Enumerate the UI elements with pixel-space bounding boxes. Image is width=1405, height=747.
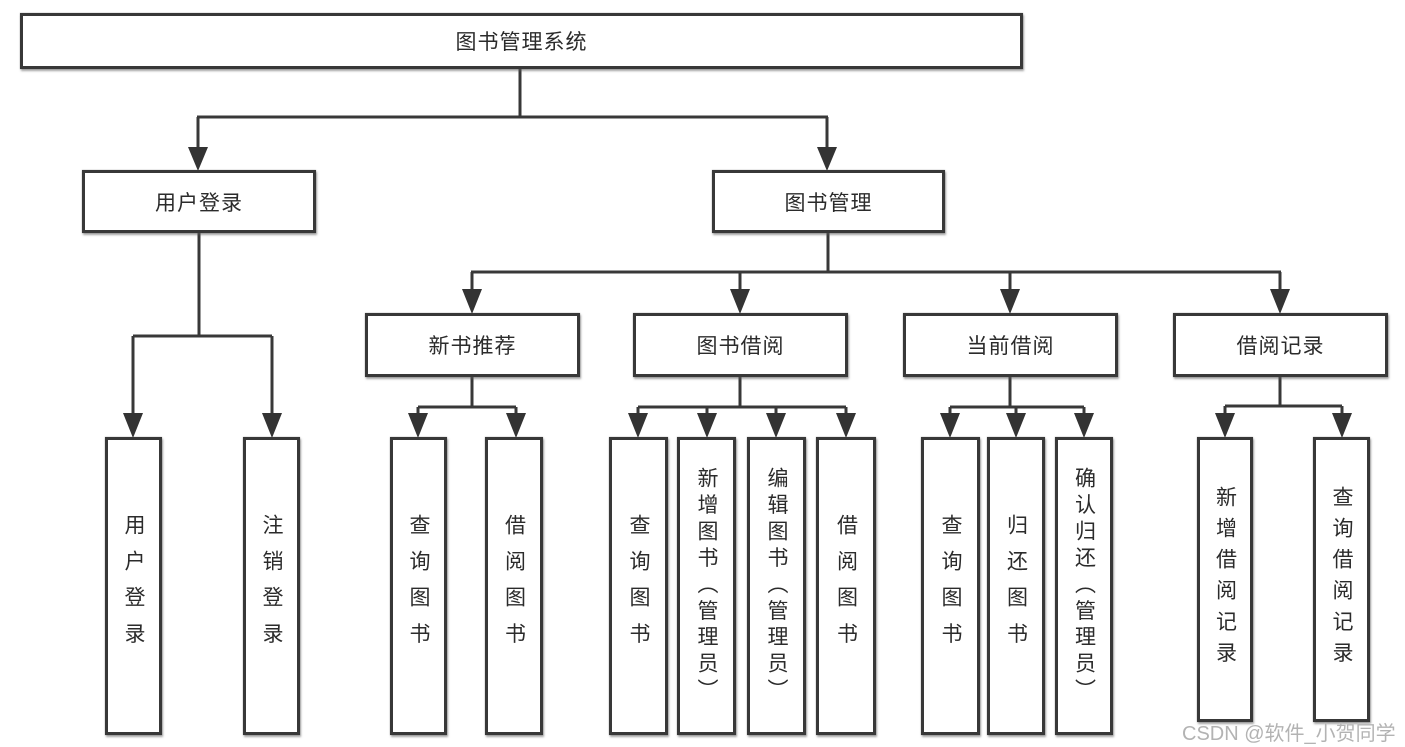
leaf-confirm-return-admin: 确认归还（管理员）: [1055, 437, 1113, 735]
connector-current-borrow-children: [940, 377, 1094, 438]
connector-new-book-children: [408, 377, 526, 438]
leaf-borrow-books: 借阅图书: [816, 437, 876, 735]
node-current-borrow: 当前借阅: [903, 313, 1118, 377]
leaf-borrow-books-recommend: 借阅图书: [485, 437, 543, 735]
node-book-borrow: 图书借阅: [633, 313, 848, 377]
connector-book-management-children: [462, 233, 1290, 314]
leaf-query-borrow-record: 查询借阅记录: [1313, 437, 1370, 722]
node-library-management-system: 图书管理系统: [20, 13, 1023, 69]
node-user-login: 用户登录: [82, 170, 316, 233]
leaf-edit-books-admin: 编辑图书（管理员）: [747, 437, 806, 735]
leaf-query-books-recommend: 查询图书: [390, 437, 447, 735]
leaf-add-borrow-record: 新增借阅记录: [1197, 437, 1253, 722]
connector-root-to-level1: [188, 69, 837, 171]
connector-book-borrow-children: [628, 377, 856, 438]
leaf-add-books-admin: 新增图书（管理员）: [677, 437, 736, 735]
leaf-return-books: 归还图书: [987, 437, 1045, 735]
node-new-book-recommend: 新书推荐: [365, 313, 580, 377]
leaf-logout: 注销登录: [243, 437, 300, 735]
leaf-query-books-current: 查询图书: [921, 437, 980, 735]
connector-user-login-children: [123, 233, 282, 438]
node-book-management: 图书管理: [712, 170, 945, 233]
leaf-user-login: 用户登录: [105, 437, 162, 735]
leaf-query-books-borrow: 查询图书: [609, 437, 668, 735]
csdn-watermark: CSDN @软件_小贺同学: [1182, 723, 1396, 745]
node-borrow-records: 借阅记录: [1173, 313, 1388, 377]
connector-borrow-records-children: [1215, 377, 1352, 438]
